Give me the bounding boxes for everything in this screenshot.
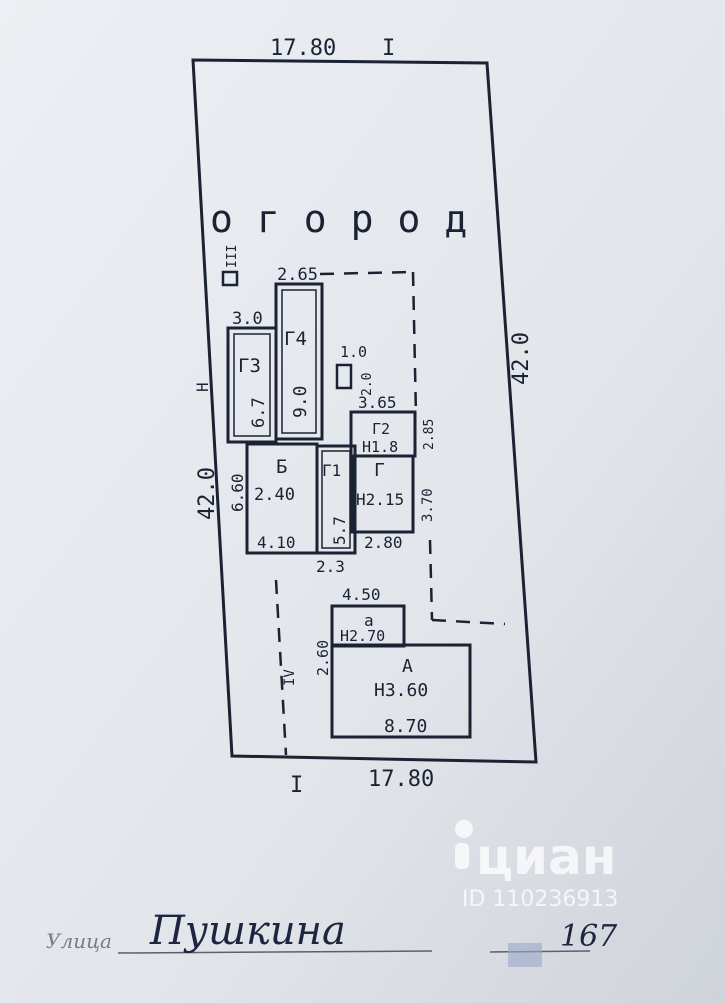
building-g <box>350 454 415 534</box>
cian-brand-text: циан <box>476 828 616 886</box>
a1-letter-label: а <box>364 611 374 630</box>
a1-width-label: 4.50 <box>342 585 381 604</box>
g-width-label: 2.80 <box>364 533 403 552</box>
building-a <box>330 643 472 739</box>
g-letter-label: Г <box>374 460 385 481</box>
b-width-label: 4.10 <box>257 533 296 552</box>
g2-letter-label: Г2 <box>372 420 390 438</box>
bottom-marker-label: I <box>290 773 303 798</box>
g2-width-label: 3.65 <box>358 393 397 412</box>
street-prefix-text: Улица <box>46 929 112 953</box>
g2-side-label: 2.85 <box>422 419 437 450</box>
right-length-label: 42.0 <box>509 332 534 385</box>
house-number-text: 167 <box>560 919 618 954</box>
g1-length-label: 5.7 <box>330 516 349 545</box>
b-height-label: 2.40 <box>254 485 295 505</box>
g4-length-label: 9.0 <box>290 385 311 418</box>
dashed-lines <box>274 270 506 756</box>
small-shed <box>335 363 353 390</box>
small-dim-label: 1.0 <box>340 343 367 361</box>
street-underline <box>117 950 433 954</box>
plot-boundary <box>191 58 538 764</box>
a1-height-label: Н2.70 <box>340 627 385 645</box>
street-name-text: Пушкина <box>149 908 346 954</box>
b-length-label: 6.60 <box>228 473 247 512</box>
b-letter-label: Б <box>276 456 287 478</box>
stamp-mark <box>508 943 542 967</box>
a-height-label: Н3.60 <box>374 680 428 701</box>
building-g1 <box>315 444 357 555</box>
g3-length-label: 6.7 <box>249 397 269 428</box>
g3-width-label: 3.0 <box>232 309 263 329</box>
g-length-label: 3.70 <box>420 488 436 522</box>
g4-width-label: 2.65 <box>277 265 318 285</box>
left-marker-label: Н <box>193 382 212 392</box>
a1-length-label: 2.60 <box>314 640 332 676</box>
small-dim2-label: 2.0 <box>360 373 375 396</box>
g1-letter-label: Г1 <box>322 461 341 480</box>
building-g3 <box>226 326 278 444</box>
cian-id-text: ID 110236913 <box>462 887 618 912</box>
cian-watermark: циан ID 110236913 <box>455 820 618 912</box>
left-length-label: 42.0 <box>195 467 220 520</box>
garden-label: огород <box>210 197 491 241</box>
marker-square <box>221 270 239 287</box>
marker-iii-label: III <box>225 245 240 268</box>
marker-iv-label: IV <box>282 669 298 686</box>
top-width-label: 17.80 <box>270 36 336 61</box>
cian-logo-icon <box>455 820 473 869</box>
g2-height-label: Н1.8 <box>362 438 398 456</box>
g-height-label: Н2.15 <box>356 490 404 509</box>
top-marker-label: I <box>382 36 395 61</box>
a-letter-label: А <box>402 656 413 677</box>
g3-letter-label: Г3 <box>238 355 261 377</box>
a-width-label: 8.70 <box>384 716 427 737</box>
g4-letter-label: Г4 <box>284 328 307 350</box>
bottom-width-label: 17.80 <box>368 767 434 792</box>
g1-width-label: 2.3 <box>316 557 345 576</box>
